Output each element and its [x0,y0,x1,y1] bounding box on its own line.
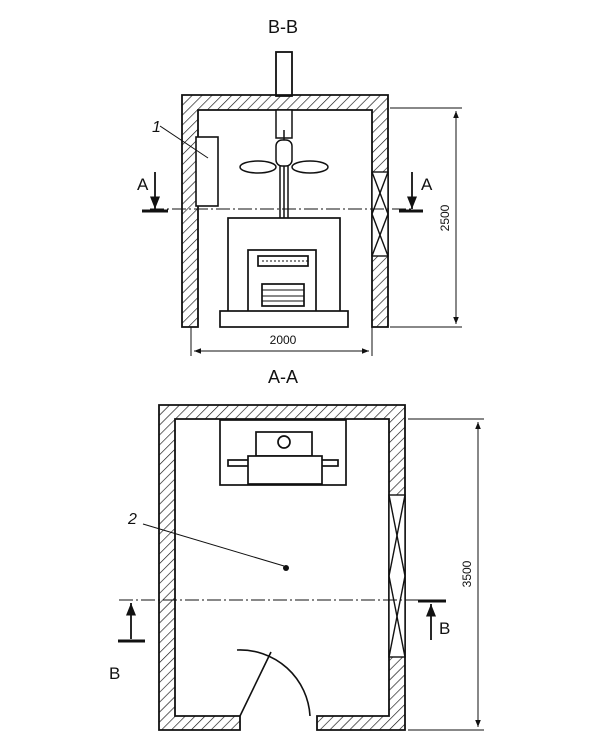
cut-label-right-b: B [439,619,450,638]
vent-right-bb [371,171,389,257]
ceiling-fan [239,139,329,174]
section-aa-title: A-A [268,367,298,387]
dimension-height-label: 2500 [438,204,452,231]
section-bb: B-B 1 [137,17,462,356]
test-machine-bb [219,217,349,328]
dimension-length-label: 3500 [460,560,474,587]
cut-marker-left [142,172,168,213]
dimension-length [408,418,484,731]
dimension-width-label: 2000 [270,333,297,347]
cut-marker-right [399,172,423,213]
callout-point-2 [283,565,289,571]
vent-right-aa [388,494,406,658]
cut-marker-b-left [118,603,145,643]
machine-grille [262,260,308,302]
dimension-width [190,327,373,356]
exhaust-pipe [275,51,293,97]
cut-label-left-a: A [137,175,149,194]
callout-leader-2 [142,523,285,567]
test-machine-aa [219,419,347,486]
callout-2-label: 2 [127,511,137,528]
cut-label-left-b: B [109,664,120,683]
cut-marker-b-right [418,599,446,640]
callout-1-label: 1 [152,119,161,136]
wall-panel-1 [195,136,219,207]
dimension-height [390,107,462,328]
door-swing [236,649,311,717]
section-aa: A-A 2 B [109,367,484,731]
callout-leader-1 [159,125,209,159]
room-walls-aa [158,404,406,731]
section-bb-title: B-B [268,17,298,37]
cut-label-right-a: A [421,175,433,194]
